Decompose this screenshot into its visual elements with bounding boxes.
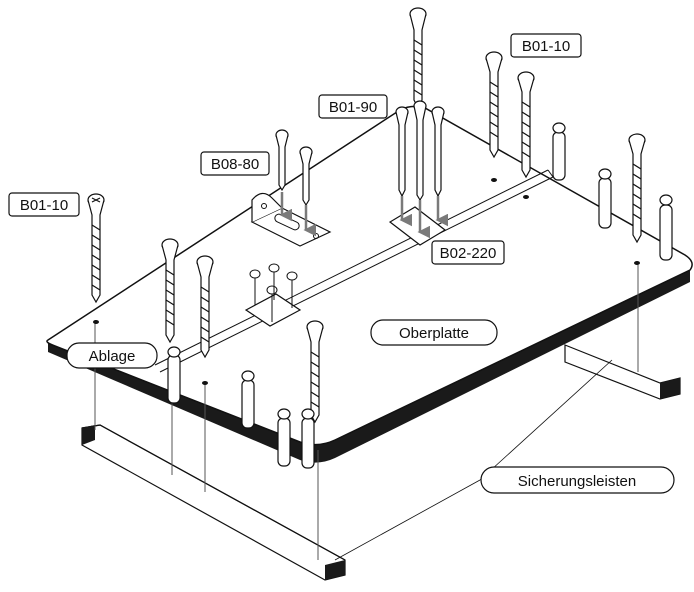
- label-b08-80-text: B08-80: [211, 156, 259, 173]
- screw-b01-90-3: [431, 106, 445, 198]
- tabletop: [46, 105, 693, 463]
- label-oberplatte: Oberplatte: [370, 319, 498, 346]
- label-b01-10-left-text: B01-10: [20, 197, 68, 214]
- label-ablage-text: Ablage: [89, 348, 136, 365]
- leader-lines: [334, 359, 613, 561]
- label-oberplatte-text: Oberplatte: [399, 325, 469, 342]
- screw-b01-10-right-1: [485, 51, 503, 159]
- label-b02-220: B02-220: [431, 240, 505, 265]
- screw-right-far: [628, 133, 646, 244]
- screw-left-2: [161, 238, 179, 344]
- dowels: [167, 122, 673, 469]
- screw-b01-10-right-2: [517, 71, 535, 179]
- screw-top-long: [409, 7, 427, 110]
- label-sicherungsleisten: Sicherungsleisten: [480, 466, 675, 494]
- screws: [87, 7, 646, 424]
- screw-front: [306, 320, 324, 424]
- holes: [93, 178, 640, 385]
- label-b02-220-text: B02-220: [440, 245, 497, 262]
- label-b01-10-right-text: B01-10: [522, 38, 570, 55]
- rail-right: [564, 344, 681, 400]
- bracket-b08-80: [250, 192, 332, 247]
- screw-b08-80-1: [275, 129, 289, 192]
- label-b01-90: B01-90: [318, 94, 388, 119]
- label-b01-90-text: B01-90: [329, 99, 377, 116]
- label-b01-10-right: B01-10: [510, 33, 582, 58]
- screw-b01-90-2: [413, 100, 427, 202]
- label-ablage: Ablage: [66, 342, 158, 369]
- bracket-center: [244, 263, 302, 327]
- guide-lines: [94, 265, 639, 560]
- label-b08-80: B08-80: [200, 151, 270, 176]
- screw-left-3: [196, 255, 214, 359]
- rail-left: [81, 424, 346, 581]
- label-sicherungsleisten-text: Sicherungsleisten: [518, 473, 636, 490]
- screw-b01-10-left: [87, 193, 105, 304]
- assembly-arrows: [279, 192, 448, 239]
- label-b01-10-left: B01-10: [8, 192, 80, 217]
